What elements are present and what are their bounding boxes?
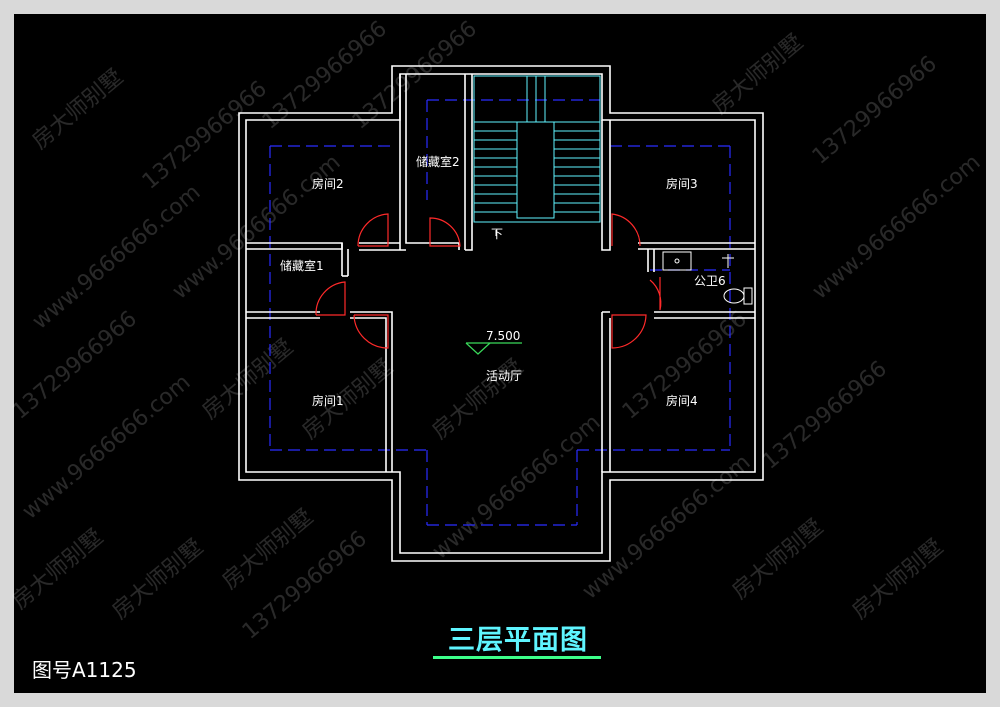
wall-room2-bottom xyxy=(246,242,343,250)
watermark-brand: 房大师别墅 xyxy=(8,525,108,615)
wall-stair-left xyxy=(465,74,473,251)
wall-room4-left xyxy=(601,311,611,472)
toilet-tank xyxy=(743,287,753,305)
elevation-value: 7.500 xyxy=(486,329,520,343)
drawing-title: 三层平面图 xyxy=(448,625,588,656)
watermark-brand: 房大师别墅 xyxy=(198,335,298,425)
label-bath6: 公卫6 xyxy=(694,274,726,288)
wall-storage2 xyxy=(399,74,466,251)
wall-room1-right xyxy=(350,311,393,472)
cad-canvas xyxy=(14,14,986,693)
label-room1: 房间1 xyxy=(312,393,344,408)
sink xyxy=(662,251,692,271)
label-storage2: 储藏室2 xyxy=(416,154,460,169)
stair-well xyxy=(516,121,555,219)
door-storage1 xyxy=(315,281,346,316)
watermark-brand: 房大师别墅 xyxy=(108,535,208,625)
wall-bath-bottom xyxy=(654,311,755,319)
watermark-brand: 房大师别墅 xyxy=(848,535,948,625)
watermark-phone: 13729966966 xyxy=(138,76,272,194)
door-bath6 xyxy=(649,277,662,311)
doors xyxy=(315,213,662,349)
elevation-triangle xyxy=(465,342,491,355)
label-activity-hall: 活动厅 xyxy=(486,369,522,383)
label-room2: 房间2 xyxy=(312,176,344,191)
label-room4: 房间4 xyxy=(666,393,698,408)
sink-drain xyxy=(674,258,680,264)
stair-direction-label: 下 xyxy=(491,227,503,241)
staircase xyxy=(473,75,601,236)
inner-wall-line xyxy=(245,73,756,554)
watermark-site: www.9666666.com xyxy=(808,150,986,305)
wall-storage1-right xyxy=(341,243,349,276)
door-room2 xyxy=(357,213,389,247)
watermark-phone: 13729966966 xyxy=(808,51,942,169)
wall-storage1-bottom xyxy=(246,311,320,319)
title-underline xyxy=(433,656,601,659)
watermark-site: www.9666666.com xyxy=(28,180,206,335)
wall-room3 xyxy=(601,120,755,251)
door-room4 xyxy=(611,314,647,349)
wall-room2-door-side xyxy=(359,242,400,251)
watermark-brand: 房大师别墅 xyxy=(28,65,128,155)
interior-walls xyxy=(246,74,755,472)
watermark-brand: 房大师别墅 xyxy=(708,30,808,120)
watermark-site: www.9666666.com xyxy=(578,450,756,605)
elevation-mark: 7.500 xyxy=(465,329,522,355)
bath-fixtures xyxy=(662,251,753,305)
drawing-number: 图号A1125 xyxy=(32,658,137,682)
watermark-site: www.9666666.com xyxy=(168,150,346,305)
wall-bath-left xyxy=(647,249,655,272)
door-room1 xyxy=(353,314,389,349)
watermark-brand: 房大师别墅 xyxy=(728,515,828,605)
toilet-bowl xyxy=(723,288,745,304)
label-storage1: 储藏室1 xyxy=(280,258,324,273)
door-room3 xyxy=(611,213,641,247)
watermark-phone: 13729966966 xyxy=(758,356,892,474)
door-storage2 xyxy=(429,217,461,247)
watermark-phone: 13729966966 xyxy=(8,306,142,424)
label-room3: 房间3 xyxy=(666,176,698,191)
outer-wall-line xyxy=(238,65,764,562)
